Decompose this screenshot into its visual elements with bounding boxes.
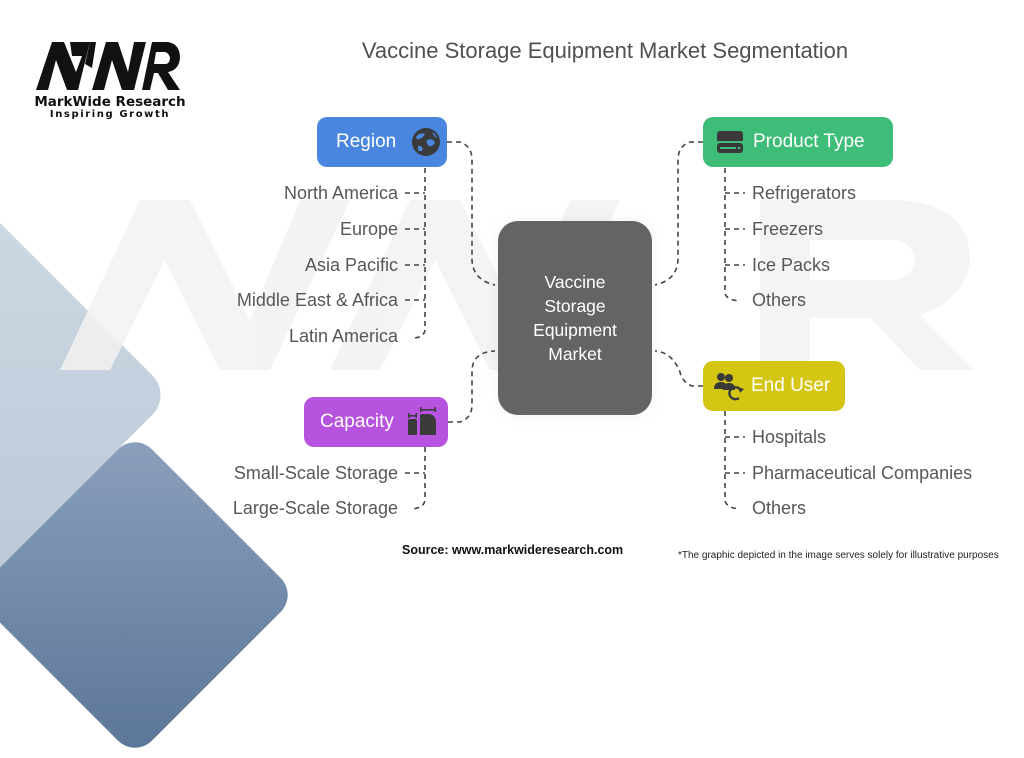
end-user-item: Hospitals	[752, 427, 827, 447]
product-type-item: Refrigerators	[752, 183, 857, 203]
end-user-item: Pharmaceutical Companies	[752, 463, 973, 483]
region-item: Europe	[339, 219, 398, 239]
product-type-item: Others	[752, 290, 807, 310]
region-item: Latin America	[288, 326, 398, 346]
segment-capacity: Capacity	[304, 397, 448, 447]
region-item: Middle East & Africa	[236, 290, 398, 310]
segment-end-user-label: End User	[751, 375, 831, 396]
capacity-item: Large-Scale Storage	[232, 498, 398, 518]
logo-company-name: MarkWide Research	[34, 94, 186, 110]
connector-capacity-items	[411, 447, 426, 510]
capacity-item: Small-Scale Storage	[233, 463, 398, 483]
connector-region-center	[447, 141, 496, 286]
product-type-item: Freezers	[752, 219, 824, 239]
company-logo: MarkWide Research Inspiring Growth	[30, 38, 190, 120]
users-refresh-icon	[714, 373, 744, 401]
page-title: Vaccine Storage Equipment Market Segment…	[361, 38, 849, 63]
segment-region: Region	[317, 117, 447, 167]
segment-product-type-label: Product Type	[753, 131, 865, 152]
region-item: North America	[283, 183, 398, 203]
connector-product-items	[724, 168, 741, 302]
logo-tagline: Inspiring Growth	[49, 109, 171, 120]
segment-end-user: End User	[703, 361, 845, 411]
end-user-item: Others	[752, 498, 807, 518]
segment-product-type: Product Type	[703, 117, 893, 167]
connector-capacity-center	[448, 350, 496, 423]
mwr-logo-mark-icon	[36, 42, 180, 90]
segment-region-label: Region	[336, 131, 397, 152]
connector-enduser-center	[654, 350, 703, 387]
product-type-item: Ice Packs	[752, 255, 831, 275]
connector-enduser-items	[724, 411, 741, 510]
disclaimer-note: *The graphic depicted in the image serve…	[678, 550, 999, 561]
connector-product-center	[654, 141, 703, 286]
central-topic-node: Vaccine Storage Equipment Market	[498, 221, 652, 415]
segment-capacity-label: Capacity	[320, 411, 394, 432]
connector-region-items	[411, 168, 426, 339]
globe-icon	[412, 128, 441, 156]
storage-drive-icon	[717, 131, 743, 153]
container-size-icon	[407, 407, 436, 435]
central-topic-label: Vaccine Storage Equipment Market	[533, 272, 617, 364]
region-item: Asia Pacific	[304, 255, 398, 275]
source-credit: Source: www.markwideresearch.com	[402, 543, 624, 557]
